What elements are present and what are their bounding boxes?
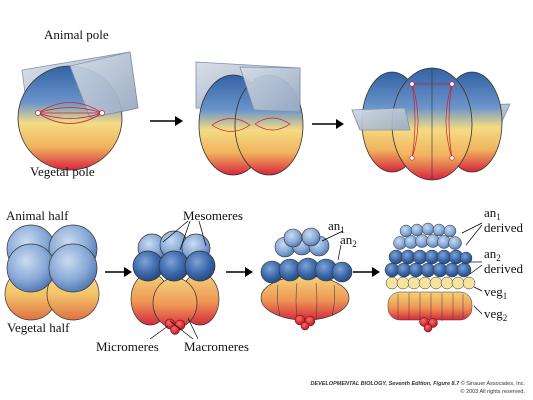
animal-half-label: Animal half bbox=[6, 208, 69, 223]
arrow-2 bbox=[312, 119, 344, 129]
leader-lines bbox=[149, 220, 483, 340]
embryo-32-cell bbox=[260, 227, 353, 331]
animal-pole-label: Animal pole bbox=[44, 27, 109, 42]
macromeres-label: Macromeres bbox=[184, 339, 249, 354]
arrow-1 bbox=[150, 116, 183, 126]
egg-stage-2 bbox=[195, 61, 304, 176]
veg1-label: veg1 bbox=[484, 284, 508, 301]
micromeres-label: Micromeres bbox=[96, 339, 159, 354]
veg2-label: veg2 bbox=[484, 306, 508, 323]
arrow-3 bbox=[105, 267, 132, 277]
arrow-5 bbox=[353, 267, 380, 277]
an1-label: an1 bbox=[328, 218, 345, 235]
egg-stage-1 bbox=[17, 51, 139, 171]
an2-label: an2 bbox=[340, 232, 357, 249]
embryo-8-cell bbox=[4, 224, 100, 321]
vegetal-pole-label: Vegetal pole bbox=[30, 164, 95, 179]
vegetal-half-label: Vegetal half bbox=[7, 320, 70, 335]
figure-credit: DEVELOPMENTAL BIOLOGY, Seventh Edition, … bbox=[310, 381, 525, 387]
micromeres-cluster bbox=[164, 318, 186, 335]
arrow-4 bbox=[226, 267, 253, 277]
egg-stage-3 bbox=[351, 67, 511, 181]
mesomeres-label: Mesomeres bbox=[183, 208, 243, 223]
embryo-64-cell bbox=[384, 222, 476, 333]
embryo-16-cell bbox=[130, 230, 220, 335]
copyright-line: © 2003 All rights reserved. bbox=[460, 389, 525, 395]
